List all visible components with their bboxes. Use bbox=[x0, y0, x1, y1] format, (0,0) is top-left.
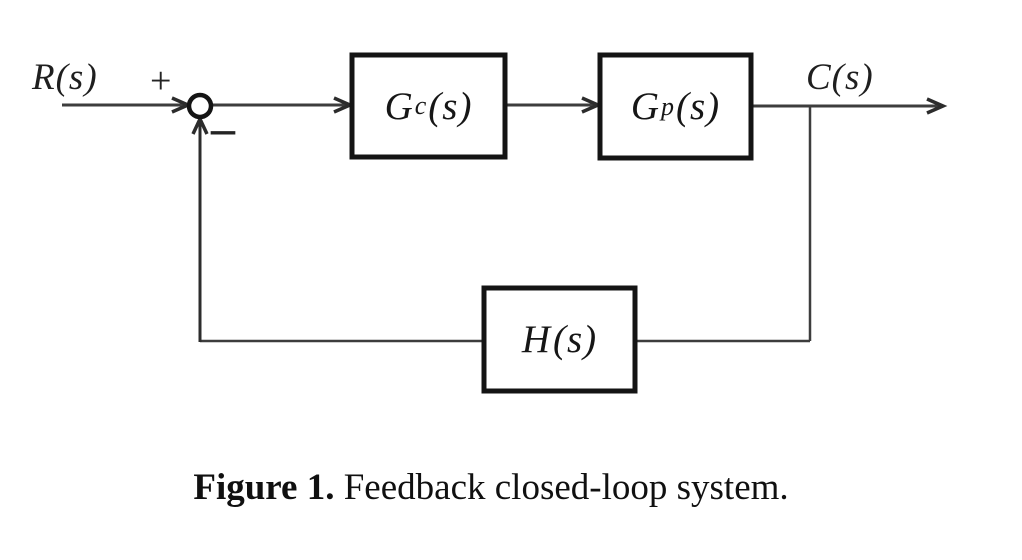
feedback-block-label: H(s) bbox=[484, 288, 635, 391]
plant-argument: (s) bbox=[676, 85, 721, 128]
figure-caption-text: Feedback closed-loop system. bbox=[334, 467, 789, 508]
controller-argument: (s) bbox=[428, 84, 473, 128]
feedback-symbol: H bbox=[521, 318, 551, 361]
output-arrowhead-icon bbox=[926, 97, 948, 115]
summing-junction bbox=[186, 92, 214, 120]
figure-caption: Figure 1. Feedback closed-loop system. bbox=[0, 466, 982, 509]
controller-symbol: G bbox=[384, 84, 414, 128]
feedback-argument: (s) bbox=[553, 318, 598, 361]
controller-block-box bbox=[349, 52, 508, 160]
sum-plus-sign: + bbox=[150, 60, 172, 102]
input-signal-label: R(s) bbox=[32, 57, 98, 98]
sum-minus-sign: – bbox=[211, 102, 235, 155]
figure-caption-number: Figure 1. bbox=[193, 467, 335, 508]
feedback-block-box bbox=[481, 285, 638, 394]
plant-symbol: G bbox=[630, 85, 660, 128]
output-signal-label: C(s) bbox=[806, 57, 874, 98]
plant-block-box bbox=[597, 52, 754, 161]
